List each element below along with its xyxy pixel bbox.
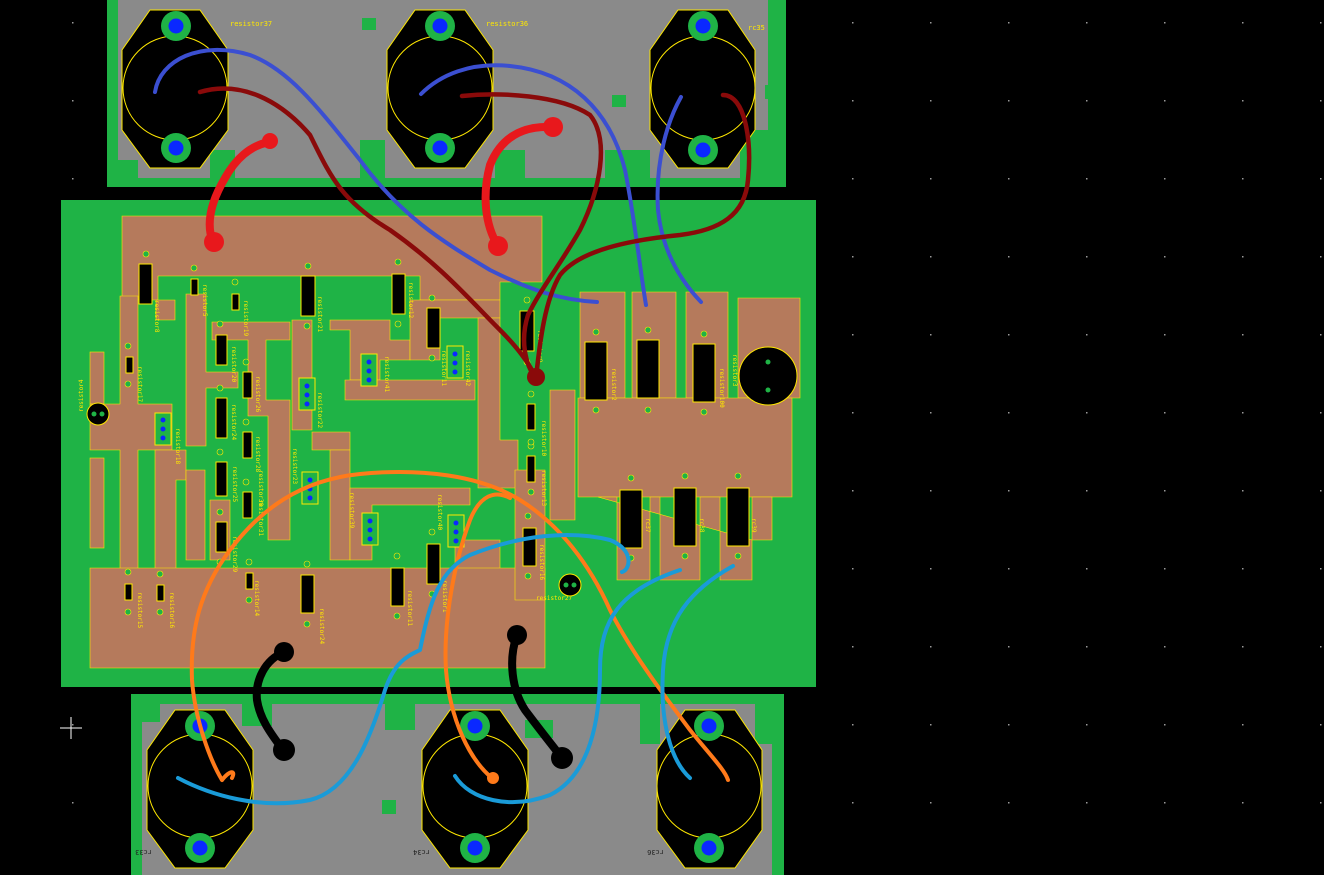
label-resistor20: resistor20 [230, 346, 237, 383]
label-resistor16b: resistor16 [538, 544, 545, 581]
label-resistor11b: resistor11 [406, 590, 413, 627]
wire-orange-2 [443, 492, 512, 780]
label-resistor1: resistor1 [441, 580, 448, 613]
label-rc38: rc38 [698, 518, 705, 533]
label-resistor3: resistor3 [731, 354, 738, 387]
label-resistor8: resistor8 [153, 300, 160, 333]
wire-black-1 [252, 648, 288, 754]
label-heatsink-bottom-3: rc36 [647, 848, 664, 856]
label-resistor16: resistor16 [168, 592, 175, 629]
component-labels: resistor8 resistor17 resistor4 resistor5… [78, 282, 757, 645]
label-resistor5: resistor5 [201, 284, 208, 317]
wire-red-1 [205, 138, 274, 246]
label-resistor23: resistor23 [291, 448, 298, 485]
wire-blue-3 [655, 95, 703, 304]
label-resistor21: resistor21 [316, 296, 323, 333]
label-resistor30: resistor30 [257, 470, 264, 507]
wire-lightblue-3 [660, 564, 735, 780]
label-resistor15: resistor15 [136, 592, 143, 629]
wire-blue-1 [153, 47, 599, 304]
label-resistor100: resistor100 [718, 368, 725, 408]
crosshair-icon [60, 717, 82, 739]
label-rc39: rc39 [750, 518, 757, 533]
label-resistor18: resistor18 [174, 428, 181, 465]
label-resistor19: resistor19 [242, 300, 249, 337]
wire-orange-3 [220, 770, 236, 782]
label-heatsink-bottom-1: rc33 [135, 848, 152, 856]
label-resistor22: resistor22 [316, 392, 323, 429]
transistor-footprint-5[interactable] [421, 709, 529, 869]
label-resistor40: resistor40 [436, 494, 443, 531]
wire-lightblue-1 [176, 533, 631, 806]
label-resistor24b: resistor24 [318, 608, 325, 645]
label-resistor4: resistor4 [78, 379, 85, 412]
label-resistor24: resistor24 [230, 404, 237, 441]
label-rc37: rc37 [644, 518, 651, 533]
label-heatsink-top-2: resistor36 [486, 20, 528, 28]
label-resistor17: resistor17 [136, 366, 143, 403]
label-heatsink-bottom-2: rc34 [413, 848, 430, 856]
label-resistor25: resistor25 [231, 466, 238, 503]
label-resistor39: resistor39 [348, 492, 355, 529]
wire-junction [527, 368, 545, 386]
label-resistor13: resistor13 [540, 470, 547, 507]
capacitor-round-set[interactable] [86, 346, 798, 597]
label-resistor12: resistor12 [407, 282, 414, 319]
wire-darkred-3 [533, 92, 752, 381]
label-resistor42: resistor42 [464, 350, 471, 387]
wire-darkred-1 [197, 86, 539, 381]
wire-annotations [153, 47, 752, 806]
wire-lightblue-2 [453, 568, 682, 804]
label-heatsink-top-1: resistor37 [230, 20, 272, 28]
wire-darkred-2 [459, 92, 604, 381]
label-resistor10: resistor10 [540, 420, 547, 457]
label-resistor26: resistor26 [254, 376, 261, 413]
label-resistor11: resistor11 [440, 350, 447, 387]
label-resistor2: resistor2 [610, 368, 617, 401]
resistor-body-set[interactable] [124, 263, 750, 614]
label-resistor27: resistor27 [536, 595, 573, 602]
wire-red-2 [481, 122, 557, 250]
transistor-footprint-3[interactable] [649, 9, 756, 169]
label-resistor41: resistor41 [383, 356, 390, 393]
label-resistor29: resistor29 [231, 536, 238, 573]
label-heatsink-top-3: rc35 [748, 24, 765, 32]
transistor-footprint-2[interactable] [386, 9, 494, 169]
label-resistor28: resistor28 [254, 436, 261, 473]
trimpot-pins [159, 350, 460, 545]
wire-orange-1 [189, 469, 730, 782]
label-resistor14: resistor14 [253, 580, 260, 617]
transistor-footprint-6[interactable] [656, 709, 763, 869]
wire-black-2 [508, 631, 566, 762]
via-set [124, 250, 742, 628]
